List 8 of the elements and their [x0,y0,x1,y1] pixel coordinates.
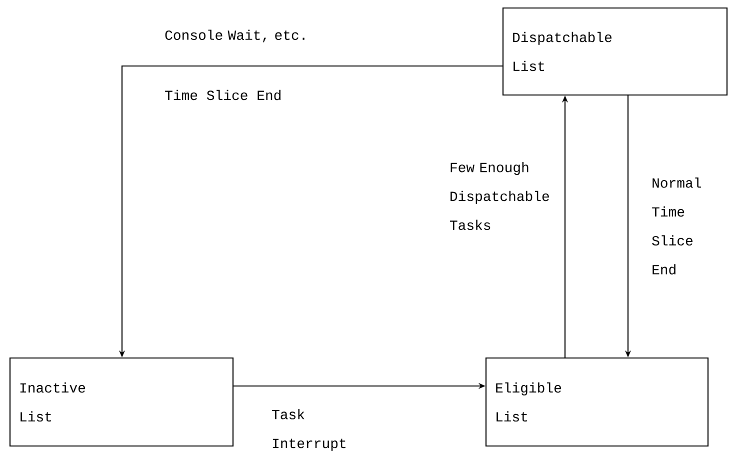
edge-label: Console Wait, etc. [165,30,304,42]
list-box: Eligible List [485,357,709,447]
edge-label: Normal Time Slice End [652,178,701,274]
list-box: Inactive List [9,357,234,447]
edge-label: Task Interrupt [272,409,346,451]
edge-label: Few Enough Dispatchable Tasks [450,162,549,230]
transition-label: Time Slice End [165,90,280,100]
list-box: Dispatchable List [502,7,728,96]
